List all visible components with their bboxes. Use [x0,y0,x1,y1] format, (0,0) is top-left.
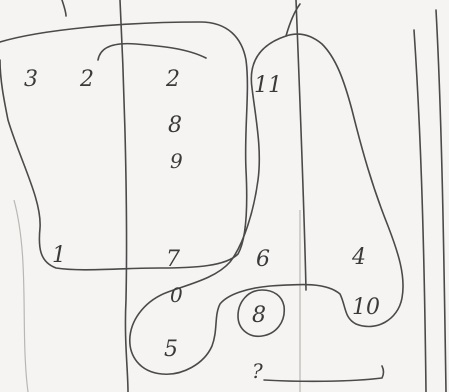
label-0: 0 [170,283,183,307]
label-question: ? [252,359,263,383]
label-8-top: 8 [168,113,182,138]
top-left-stroke [62,0,66,16]
label-11-top: 11 [254,73,282,98]
hook-mark [98,44,206,60]
label-6: 6 [256,247,270,272]
label-8-circled: 8 [252,303,266,328]
label-3: 3 [24,67,38,92]
label-2-top: 2 [165,67,180,92]
bottom-bracket [264,366,384,381]
vertical-line-right-1 [414,30,426,392]
left-region-outline [0,22,247,270]
label-2-left: 2 [79,67,94,92]
label-1: 1 [52,243,66,268]
vertical-line-center-right [296,0,306,290]
vertical-line-left [120,0,128,392]
paper-fold-line [14,200,28,392]
label-10: 10 [352,295,380,320]
label-7: 7 [166,247,180,272]
label-4: 4 [351,245,366,270]
label-9: 9 [170,149,183,173]
vertical-line-right-2 [436,10,446,392]
label-5: 5 [164,337,178,362]
